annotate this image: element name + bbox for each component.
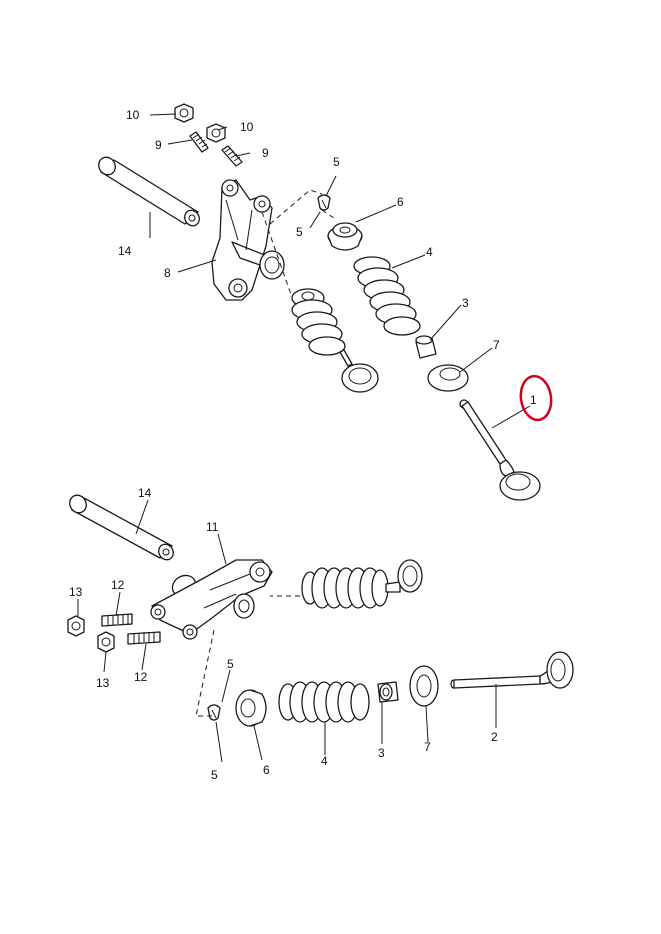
callout-top-9a: 9 (155, 138, 162, 152)
callout-bottom-11: 11 (206, 520, 219, 534)
part-7-spring-seat-bottom (409, 665, 439, 707)
callout-top-9b: 9 (262, 146, 269, 160)
callout-bottom-4: 4 (321, 754, 328, 768)
part-12-screw-b (127, 631, 161, 645)
part-11-rocker-arm (150, 559, 273, 640)
part-3-stem-seal-bottom (377, 681, 399, 703)
callout-bottom-14: 14 (138, 486, 152, 500)
part-13-nut-a (67, 615, 85, 637)
part-9-screw-b (221, 145, 243, 167)
callout-top-4: 4 (426, 245, 433, 259)
part-3-stem-seal (415, 335, 437, 359)
callout-top-7: 7 (493, 338, 500, 352)
callout-top-5a: 5 (333, 155, 340, 169)
callout-bottom-12a: 12 (111, 578, 125, 592)
top-assembly: 10 10 9 9 5 5 6 4 14 8 3 7 1 (98, 103, 553, 501)
part-14-rocker-shaft (98, 156, 200, 227)
part-1-valve (459, 399, 541, 501)
part-10-nut-a (174, 103, 194, 123)
callout-top-6: 6 (397, 195, 404, 209)
callout-bottom-5b: 5 (211, 768, 218, 782)
installed-spring-top (291, 288, 379, 393)
dashed-guide-top (261, 189, 335, 321)
part-14-rocker-shaft-bottom (69, 494, 197, 598)
highlight-circle-part-1 (519, 374, 553, 422)
part-7-spring-seat (427, 364, 469, 392)
callout-top-1: 1 (530, 393, 537, 407)
dashed-guide-bottom (195, 595, 300, 717)
callout-bottom-12b: 12 (134, 670, 148, 684)
part-6-retainer-bottom (235, 689, 267, 727)
part-12-screw-a (101, 613, 133, 627)
part-5-cotter (317, 194, 331, 211)
installed-spring-bottom (301, 559, 423, 609)
callout-bottom-5a: 5 (227, 657, 234, 671)
callout-top-10b: 10 (240, 120, 254, 134)
part-4-spring-bottom (278, 681, 370, 723)
leaders-bottom (77, 499, 497, 763)
callout-top-10a: 10 (126, 108, 140, 122)
part-8-rocker-arm (211, 179, 285, 301)
callout-bottom-2: 2 (491, 730, 498, 744)
part-2-valve (450, 651, 574, 689)
bottom-assembly: 14 11 13 12 13 12 5 5 6 4 3 7 2 (67, 486, 574, 782)
part-13-nut-b (97, 631, 115, 653)
callout-top-8: 8 (164, 266, 171, 280)
callout-bottom-13b: 13 (96, 676, 110, 690)
leaders-top (149, 113, 531, 429)
part-9-screw-a (189, 131, 209, 153)
part-5-cotter-bottom (207, 704, 221, 721)
callout-top-5b: 5 (296, 225, 303, 239)
callout-bottom-3: 3 (378, 746, 385, 760)
callout-bottom-6: 6 (263, 763, 270, 777)
callout-bottom-7: 7 (424, 740, 431, 754)
callout-top-14: 14 (118, 244, 132, 258)
callout-bottom-13a: 13 (69, 585, 83, 599)
part-10-nut-b (206, 123, 226, 143)
part-6-retainer (327, 222, 363, 251)
part-4-spring (353, 256, 421, 336)
callout-top-3: 3 (462, 296, 469, 310)
